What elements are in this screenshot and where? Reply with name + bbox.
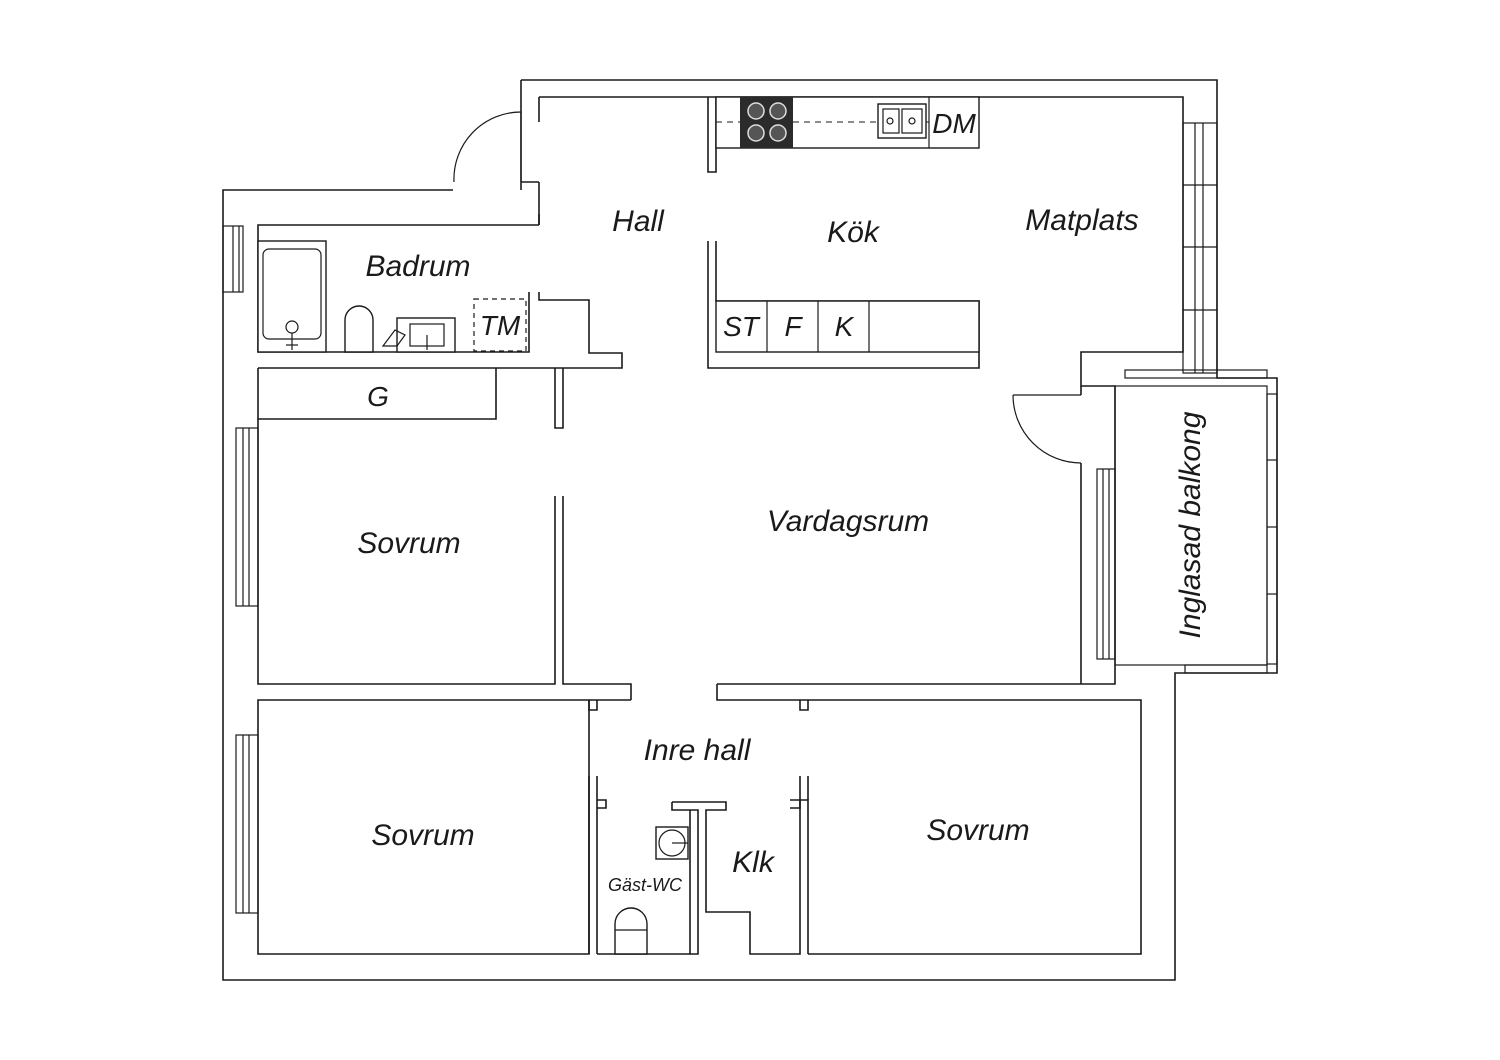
room-label-living-room: Vardagsrum	[767, 505, 929, 538]
room-label-closet: Klk	[732, 846, 776, 879]
room-label-hall: Hall	[612, 205, 665, 238]
room-label-bathroom: Badrum	[365, 250, 470, 283]
room-label-balcony: Inglasad balkong	[1174, 411, 1207, 638]
guest-toilet-icon	[614, 907, 648, 955]
kitchen-counter-bottom	[715, 300, 980, 353]
fixture-label-freezer: F	[784, 311, 803, 342]
room-label-bedroom-top: Sovrum	[357, 527, 460, 560]
fixture-label-dishwasher: DM	[932, 108, 976, 139]
windows	[222, 122, 1218, 914]
kitchen-sink-icon	[877, 103, 927, 139]
fixture-label-fridge: K	[835, 311, 855, 342]
room-label-bedroom-bottom-right: Sovrum	[926, 814, 1029, 847]
fixture-label-storage: G	[367, 381, 389, 412]
fixture-label-washing-machine: TM	[480, 310, 521, 341]
room-label-bedroom-bottom-left: Sovrum	[371, 819, 474, 852]
bathtub-icon	[257, 240, 327, 353]
room-label-guest-wc: Gäst-WC	[608, 875, 683, 895]
sink-icon	[381, 317, 456, 353]
glazed-balcony	[1114, 369, 1278, 674]
stove-icon	[740, 97, 793, 148]
guest-sink-icon	[655, 826, 689, 860]
toilet-icon	[344, 305, 374, 353]
fixture-label-stove: ST	[723, 311, 761, 342]
storage-g-walls	[257, 368, 497, 420]
room-label-dining: Matplats	[1025, 204, 1138, 237]
entrance-door	[453, 111, 540, 225]
balcony-door	[1012, 386, 1082, 684]
room-label-kitchen: Kök	[827, 216, 881, 249]
washing-machine-icon	[473, 298, 527, 352]
bottom-rooms-walls	[257, 684, 1142, 955]
room-label-inner-hall: Inre hall	[644, 734, 752, 767]
